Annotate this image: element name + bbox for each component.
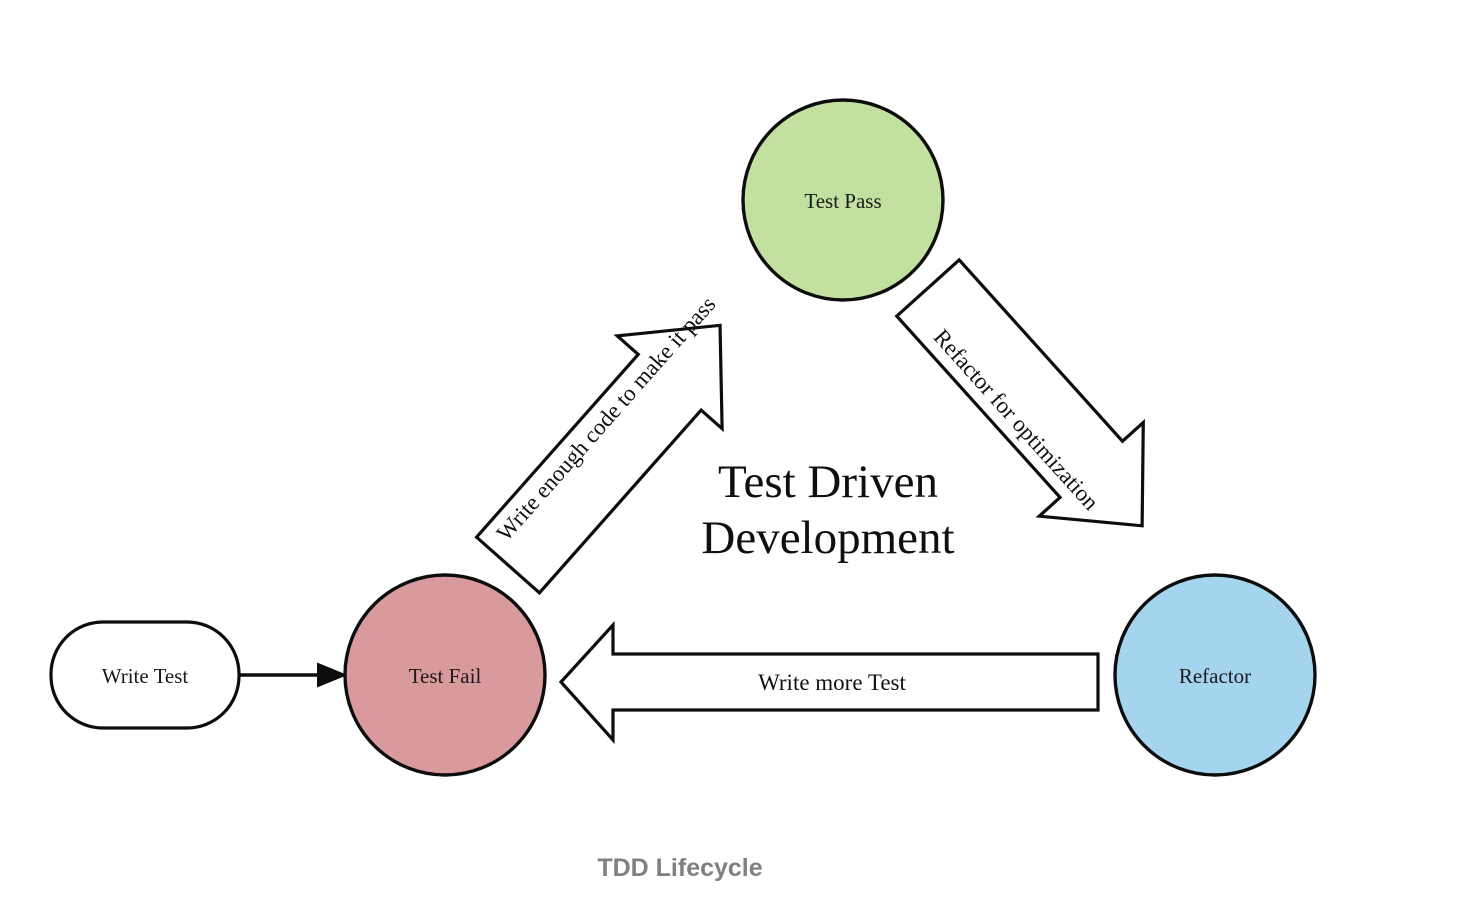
block-arrow-shape: [474, 323, 724, 596]
write-test-shape: [49, 620, 241, 730]
node-test-fail[interactable]: Test Fail: [343, 573, 547, 777]
connector-label-write-more-test: Write more Test: [758, 670, 906, 695]
center-title: Test Driven Development: [701, 456, 954, 564]
test-pass-label: Test Pass: [804, 189, 881, 213]
block-arrow-shape: [894, 257, 1145, 528]
connector-refactor-to-test-fail[interactable]: Write more Test: [558, 620, 1100, 745]
thin-arrow-head: [317, 662, 348, 688]
center-title-line-1: Test Driven: [718, 456, 938, 508]
node-write-test[interactable]: Write Test: [49, 620, 241, 730]
test-fail-shape: [343, 573, 547, 777]
node-refactor[interactable]: Refactor: [1113, 573, 1317, 777]
block-arrow-shape: [558, 620, 1100, 745]
refactor-shape: [1113, 573, 1317, 777]
connector-test-pass-to-refactor[interactable]: [876, 241, 1194, 572]
refactor-label: Refactor: [1179, 664, 1251, 688]
node-test-pass[interactable]: Test Pass: [741, 98, 945, 302]
connector-write-test-to-test-fail: [240, 662, 348, 688]
diagram-caption: TDD Lifecycle: [597, 854, 762, 882]
write-test-label: Write Test: [102, 664, 189, 688]
connector-test-fail-to-test-pass[interactable]: [456, 279, 773, 611]
test-pass-shape: [741, 98, 945, 302]
test-fail-label: Test Fail: [409, 664, 482, 688]
center-title-line-2: Development: [701, 512, 954, 564]
